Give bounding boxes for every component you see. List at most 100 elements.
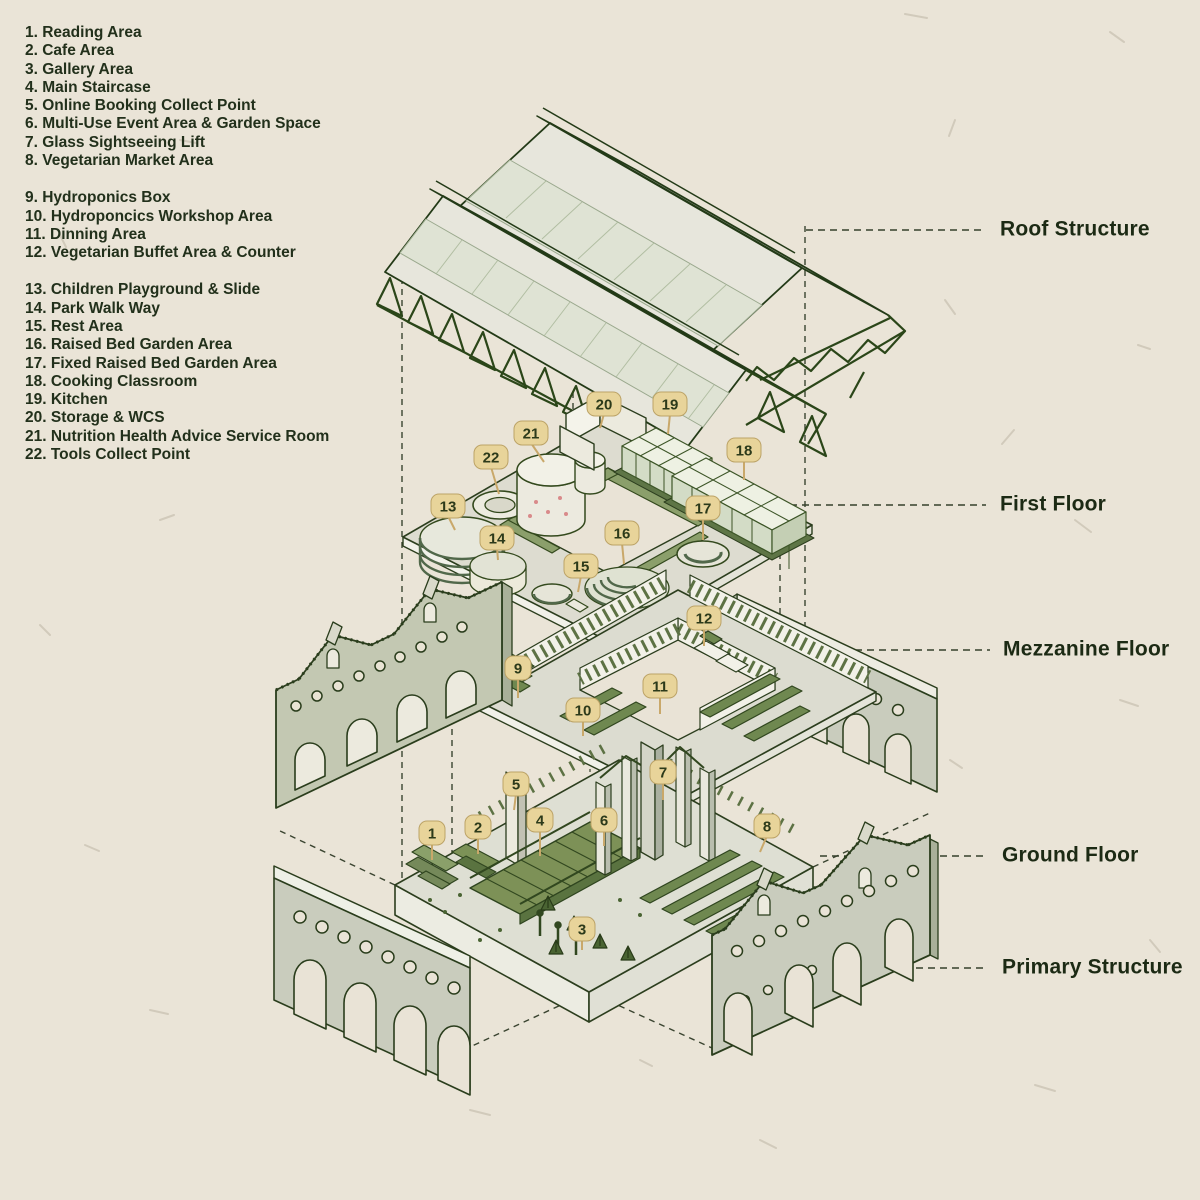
area-badge-9: 9: [504, 655, 532, 698]
area-badge-11: 11: [642, 673, 678, 714]
area-badge-21: 21: [513, 420, 549, 463]
badge-number: 18: [736, 443, 753, 460]
badge-background: [504, 655, 532, 681]
legend-item: 2. Cafe Area: [25, 42, 115, 60]
legend-item: 21. Nutrition Health Advice Service Room: [25, 427, 330, 445]
badge-background: [649, 759, 677, 785]
ground-floor: [394, 740, 814, 1023]
primary-wall-front-right: [711, 821, 939, 1056]
primary-facade-back-left: [275, 575, 513, 809]
legend-item: 7. Glass Sightseeing Lift: [25, 133, 206, 151]
floor-label: First Floor: [1000, 492, 1107, 516]
legend-item: 10. Hydroponcics Workshop Area: [25, 207, 273, 225]
area-badge-18: 18: [726, 437, 762, 480]
legend-item: 8. Vegetarian Market Area: [25, 151, 214, 169]
floor-label: Mezzanine Floor: [1003, 637, 1170, 661]
roof-truss-right: [745, 314, 907, 445]
gable-cap: [422, 575, 440, 600]
legend-item: 5. Online Booking Collect Point: [25, 97, 256, 115]
legend-item: 13. Children Playground & Slide: [25, 281, 261, 299]
badge-background: [604, 520, 640, 546]
badge-background: [473, 444, 509, 470]
badge-number: 20: [596, 397, 613, 414]
floor-label: Ground Floor: [1002, 843, 1139, 867]
badge-background: [464, 814, 492, 840]
badge-number: 17: [695, 501, 712, 518]
area-badge-3: 3: [568, 916, 596, 950]
badge-number: 16: [614, 526, 631, 543]
legend-item: 14. Park Walk Way: [25, 299, 160, 317]
badge-leader-line: [513, 793, 517, 811]
legend-item: 3. Gallery Area: [25, 60, 133, 78]
gable-cap: [325, 621, 343, 646]
area-badge-4: 4: [526, 807, 554, 856]
area-badge-16: 16: [604, 520, 640, 565]
badge-background: [568, 916, 596, 942]
dining-tables: [699, 673, 811, 742]
badge-number: 11: [652, 679, 668, 696]
legend-item: 17. Fixed Raised Bed Garden Area: [25, 354, 277, 372]
area-badge-7: 7: [649, 759, 677, 800]
badge-leader-line: [759, 835, 768, 853]
badge-number: 7: [659, 765, 667, 782]
wall-arches: [723, 918, 914, 1056]
badge-number: 13: [440, 499, 457, 516]
badge-background: [430, 493, 466, 519]
roof-back-ridge-cap: [536, 115, 803, 269]
area-badge-19: 19: [652, 391, 688, 435]
area-badge-10: 10: [565, 697, 601, 736]
rest-area: [531, 583, 589, 613]
area-badge-8: 8: [753, 813, 781, 853]
legend-item: 6. Multi-Use Event Area & Garden Space: [25, 115, 321, 133]
reading-area-shelves: [405, 844, 459, 890]
area-badge-22: 22: [473, 444, 509, 495]
legend-item: 9. Hydroponics Box: [25, 189, 171, 207]
gable-arch-window: [858, 867, 872, 889]
area-badge-6: 6: [590, 807, 618, 846]
legend-item: 22. Tools Collect Point: [25, 445, 191, 463]
badge-background: [586, 391, 622, 417]
legend-item: 19. Kitchen: [25, 391, 108, 409]
badge-background: [565, 697, 601, 723]
badge-number: 3: [578, 922, 586, 939]
badge-background: [526, 807, 554, 833]
badge-number: 19: [662, 397, 679, 414]
badge-leader-line: [577, 575, 582, 593]
badge-number: 8: [763, 819, 771, 836]
badge-leader-line: [621, 542, 625, 565]
paper-texture: [39, 13, 1161, 1149]
gable-cap: [857, 821, 875, 845]
legend-item: 11. Dinning Area: [25, 225, 146, 243]
badge-background: [563, 553, 599, 579]
badge-background: [726, 437, 762, 463]
area-badge-13: 13: [430, 493, 466, 531]
badge-number: 6: [600, 813, 608, 830]
facade-arches: [294, 670, 477, 791]
badge-leader-line: [530, 442, 545, 463]
area-badge-12: 12: [686, 605, 722, 646]
badge-background: [652, 391, 688, 417]
area-badge-2: 2: [464, 814, 492, 854]
legend-item: 12. Vegetarian Buffet Area & Counter: [25, 244, 296, 262]
badge-number: 2: [474, 820, 482, 837]
legend-item: 15. Rest Area: [25, 317, 123, 335]
area-badge-14: 14: [479, 525, 515, 561]
wall-round-holes: [293, 910, 461, 995]
area-badge-15: 15: [563, 553, 599, 593]
badge-background: [686, 605, 722, 631]
legend-item: 1. Reading Area: [25, 24, 142, 41]
badge-number: 15: [573, 559, 590, 576]
mezzanine-floor: [479, 569, 877, 810]
floor-label: Primary Structure: [1002, 955, 1183, 979]
legend-item: 18. Cooking Classroom: [25, 372, 198, 390]
badge-background: [685, 495, 721, 521]
badge-background: [502, 771, 530, 797]
facade-round-holes: [290, 621, 468, 712]
